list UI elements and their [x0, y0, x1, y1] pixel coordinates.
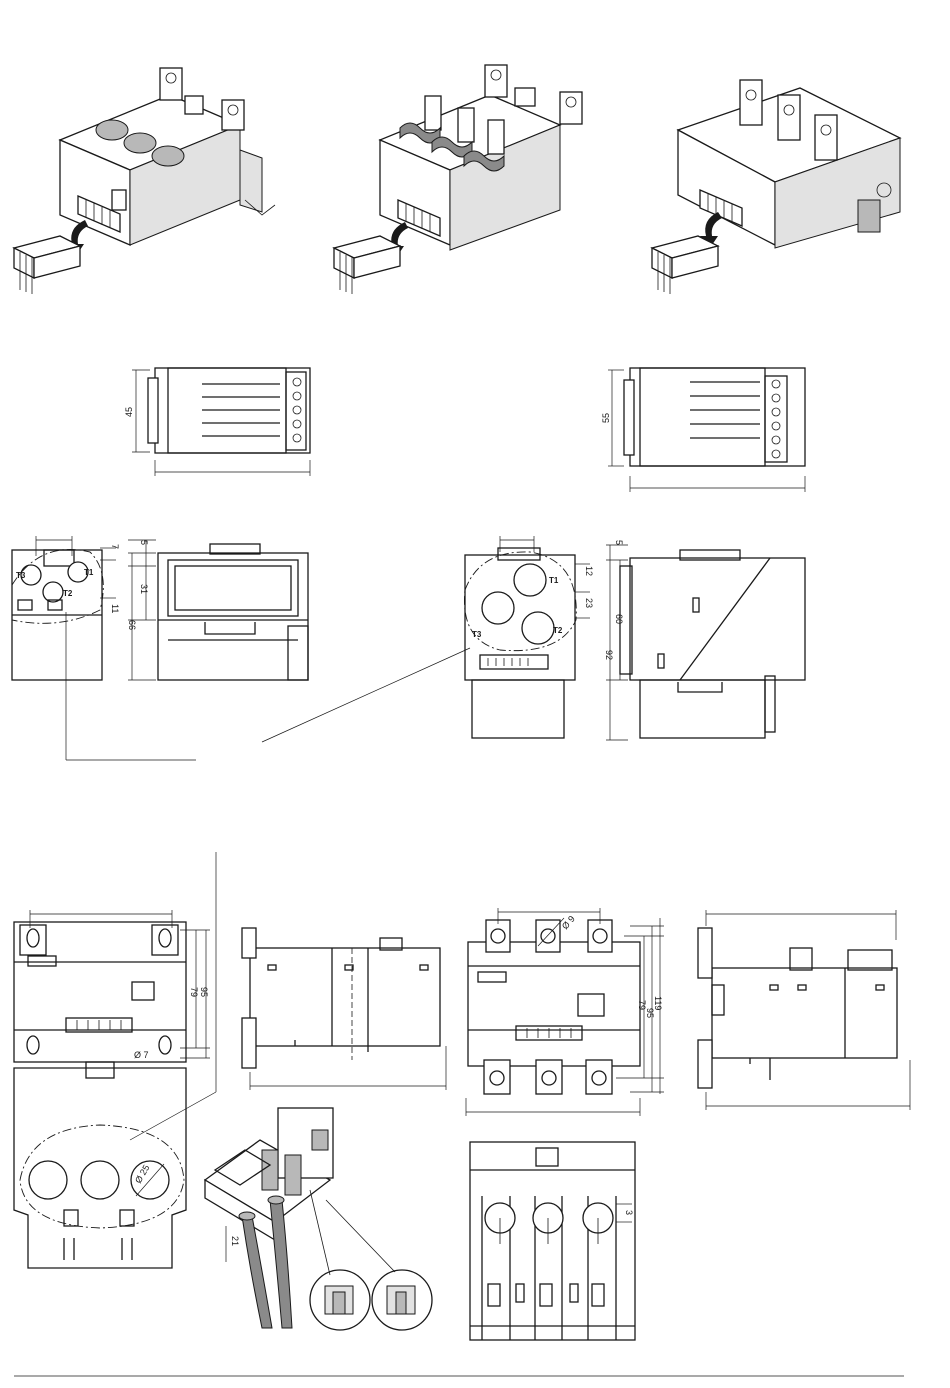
dim-outer: 95 [199, 987, 209, 997]
terminal-label-t3: T3 [16, 571, 26, 580]
dim-hole: Ø 7 [134, 1050, 149, 1060]
top-view-busbar-cover: Ø 25 [14, 1062, 186, 1268]
dim-hole: Ø 9 [560, 914, 577, 932]
side-view-large: 55 [601, 368, 805, 492]
side-view-mounting-large [698, 910, 910, 1110]
side-view-small: 45 [124, 368, 310, 476]
dim-top: 5 [139, 540, 149, 545]
terminal-label-t3: T3 [472, 630, 482, 639]
side-section-large: 5 60 92 [604, 540, 805, 740]
front-view-mounting-large: Ø 9 79 95 119 [466, 908, 664, 1116]
dim-gap: 3 [624, 1210, 634, 1215]
dim-mid: 60 [614, 614, 624, 624]
iso-view-small-relay [14, 68, 275, 294]
dim-right-top: 12 [584, 566, 594, 576]
terminal-label-t2: T2 [63, 589, 73, 598]
iso-view-relay-with-busbars [334, 65, 582, 294]
dim-inner: 79 [189, 987, 199, 997]
dim-mid: 31 [139, 584, 149, 594]
terminal-label-t2: T2 [553, 626, 563, 635]
side-view-mounting-small [242, 928, 446, 1090]
iso-view-large-relay [652, 80, 900, 294]
dim-total: 66 [127, 620, 137, 630]
terminal-label-t1: T1 [84, 568, 94, 577]
front-view-large: T1 T3 T2 12 23 [262, 536, 594, 742]
terminal-label-t1: T1 [549, 576, 559, 585]
front-view-mounting-small: 79 95 Ø 7 [14, 910, 210, 1062]
iso-view-cable-mounting: 21 [205, 1108, 432, 1330]
dim-right-mid: 11 [110, 604, 120, 613]
dim-height: 55 [601, 413, 611, 423]
side-section-small: 5 31 66 [127, 540, 308, 680]
leader-line [130, 1092, 216, 1140]
top-view-terminal-cover-large: 3 [470, 1142, 635, 1340]
dim-height: 45 [124, 407, 134, 417]
dim-total: 92 [604, 650, 614, 660]
dim-outer: 119 [653, 996, 663, 1010]
dim-right-top: 7 [110, 544, 120, 549]
dim-right-mid: 23 [584, 598, 594, 608]
dim-top: 5 [614, 540, 624, 545]
dim-clearance: 21 [230, 1236, 240, 1246]
